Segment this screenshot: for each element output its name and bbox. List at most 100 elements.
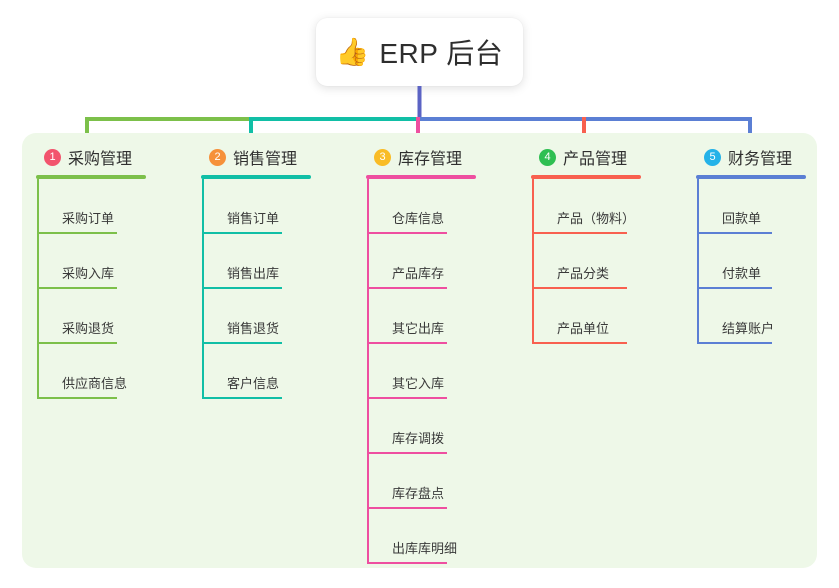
branch-item-label: 销售退货 [227, 321, 280, 336]
branch-item-label: 其它出库 [392, 321, 445, 336]
branch-item-label: 采购入库 [62, 266, 115, 281]
branch-item-underline [367, 342, 447, 344]
branch-item-underline [202, 287, 282, 289]
branch-header-label: 销售管理 [233, 151, 298, 168]
branch-spine [532, 179, 534, 344]
branch-items-3: 仓库信息产品库存其它出库其它入库库存调拨库存盘点出库库明细 [366, 179, 476, 564]
branch-item-label: 采购订单 [62, 211, 115, 226]
branch-item[interactable]: 其它入库 [366, 344, 476, 399]
branch-header-2[interactable]: 2 销售管理 [201, 145, 311, 169]
branch-item-label: 客户信息 [227, 376, 280, 391]
branch-items-4: 产品（物料） 产品分类产品单位 [531, 179, 641, 344]
branch-item[interactable]: 库存调拨 [366, 399, 476, 454]
branch-item[interactable]: 仓库信息 [366, 179, 476, 234]
branch-item-label: 回款单 [722, 211, 762, 226]
branch-item-underline [367, 507, 447, 509]
branch-header-underline [201, 175, 311, 179]
branch-header-underline [36, 175, 146, 179]
branch-spine [202, 179, 204, 399]
root-node-content: 👍 ERP 后台 [336, 32, 503, 72]
branch-item-label: 销售订单 [227, 211, 280, 226]
branch-badge-icon-1: 1 [44, 148, 61, 166]
branch-item-label: 库存盘点 [392, 486, 445, 501]
branch-item-label: 出库库明细 [392, 541, 458, 556]
branch-spine [697, 179, 699, 344]
branch-item-label: 供应商信息 [62, 376, 128, 391]
branch-items-5: 回款单付款单结算账户 [696, 179, 806, 344]
branch-badge-icon-3: 3 [374, 148, 391, 166]
branch-item[interactable]: 结算账户 [696, 289, 806, 344]
branch-header-label: 采购管理 [68, 151, 133, 168]
branch-item[interactable]: 产品单位 [531, 289, 641, 344]
root-node-erp-backend[interactable]: 👍 ERP 后台 [316, 18, 523, 86]
branch-item[interactable]: 采购退货 [36, 289, 146, 344]
branch-item[interactable]: 销售退货 [201, 289, 311, 344]
branch-item-underline [37, 397, 117, 399]
branch-header-5[interactable]: 5 财务管理 [696, 145, 806, 169]
branch-item-label: 产品单位 [557, 321, 610, 336]
branch-header-underline [366, 175, 476, 179]
branch-column-1: 1 采购管理采购订单采购入库采购退货供应商信息 [36, 145, 146, 399]
branch-item-label: 库存调拨 [392, 431, 445, 446]
branch-item[interactable]: 供应商信息 [36, 344, 146, 399]
branch-spine [37, 179, 39, 399]
branch-header-underline [696, 175, 806, 179]
branch-item[interactable]: 客户信息 [201, 344, 311, 399]
branch-item[interactable]: 出库库明细 [366, 509, 476, 564]
branch-item[interactable]: 销售订单 [201, 179, 311, 234]
branch-spine [367, 179, 369, 564]
branch-badge-icon-4: 4 [539, 148, 556, 166]
branch-header-underline [531, 175, 641, 179]
branch-item[interactable]: 产品（物料） [531, 179, 641, 234]
branch-item-underline [37, 232, 117, 234]
branch-item[interactable]: 销售出库 [201, 234, 311, 289]
branch-item-label: 其它入库 [392, 376, 445, 391]
branch-column-2: 2 销售管理销售订单销售出库销售退货客户信息 [201, 145, 311, 399]
branch-item-underline [37, 342, 117, 344]
branch-header-label: 库存管理 [398, 151, 463, 168]
branch-item-label: 结算账户 [722, 321, 775, 336]
branch-item-underline [202, 397, 282, 399]
branch-item-underline [697, 342, 772, 344]
branch-column-5: 5 财务管理回款单付款单结算账户 [696, 145, 806, 344]
branch-item-underline [532, 342, 627, 344]
branch-item-underline [697, 287, 772, 289]
branch-item[interactable]: 采购订单 [36, 179, 146, 234]
branch-item-label: 产品（物料） [557, 211, 636, 226]
branch-item[interactable]: 付款单 [696, 234, 806, 289]
branch-column-4: 4 产品管理产品（物料） 产品分类产品单位 [531, 145, 641, 344]
branch-item[interactable]: 库存盘点 [366, 454, 476, 509]
branch-column-3: 3 库存管理仓库信息产品库存其它出库其它入库库存调拨库存盘点出库库明细 [366, 145, 476, 564]
branch-item-underline [367, 452, 447, 454]
branch-item-underline [532, 232, 627, 234]
branch-badge-icon-2: 2 [209, 148, 226, 166]
branch-item-label: 付款单 [722, 266, 762, 281]
branch-item[interactable]: 产品分类 [531, 234, 641, 289]
branch-item[interactable]: 回款单 [696, 179, 806, 234]
branch-item[interactable]: 产品库存 [366, 234, 476, 289]
branch-item-underline [532, 287, 627, 289]
branch-header-4[interactable]: 4 产品管理 [531, 145, 641, 169]
branch-item-label: 产品分类 [557, 266, 610, 281]
branch-item-underline [697, 232, 772, 234]
branch-item[interactable]: 其它出库 [366, 289, 476, 344]
branch-item-underline [367, 397, 447, 399]
thumbs-up-icon: 👍 [335, 36, 370, 68]
branch-header-label: 产品管理 [563, 151, 628, 168]
branch-item-underline [367, 232, 447, 234]
branch-item-label: 仓库信息 [392, 211, 445, 226]
branch-item-label: 产品库存 [392, 266, 445, 281]
branch-header-3[interactable]: 3 库存管理 [366, 145, 476, 169]
branch-badge-icon-5: 5 [704, 148, 721, 166]
branch-item[interactable]: 采购入库 [36, 234, 146, 289]
branch-header-1[interactable]: 1 采购管理 [36, 145, 146, 169]
branch-item-underline [202, 232, 282, 234]
branch-item-label: 销售出库 [227, 266, 280, 281]
branch-header-label: 财务管理 [728, 151, 793, 168]
branch-item-underline [367, 562, 447, 564]
branch-items-1: 采购订单采购入库采购退货供应商信息 [36, 179, 146, 399]
branch-item-label: 采购退货 [62, 321, 115, 336]
branch-item-underline [37, 287, 117, 289]
branches-panel [22, 133, 817, 568]
